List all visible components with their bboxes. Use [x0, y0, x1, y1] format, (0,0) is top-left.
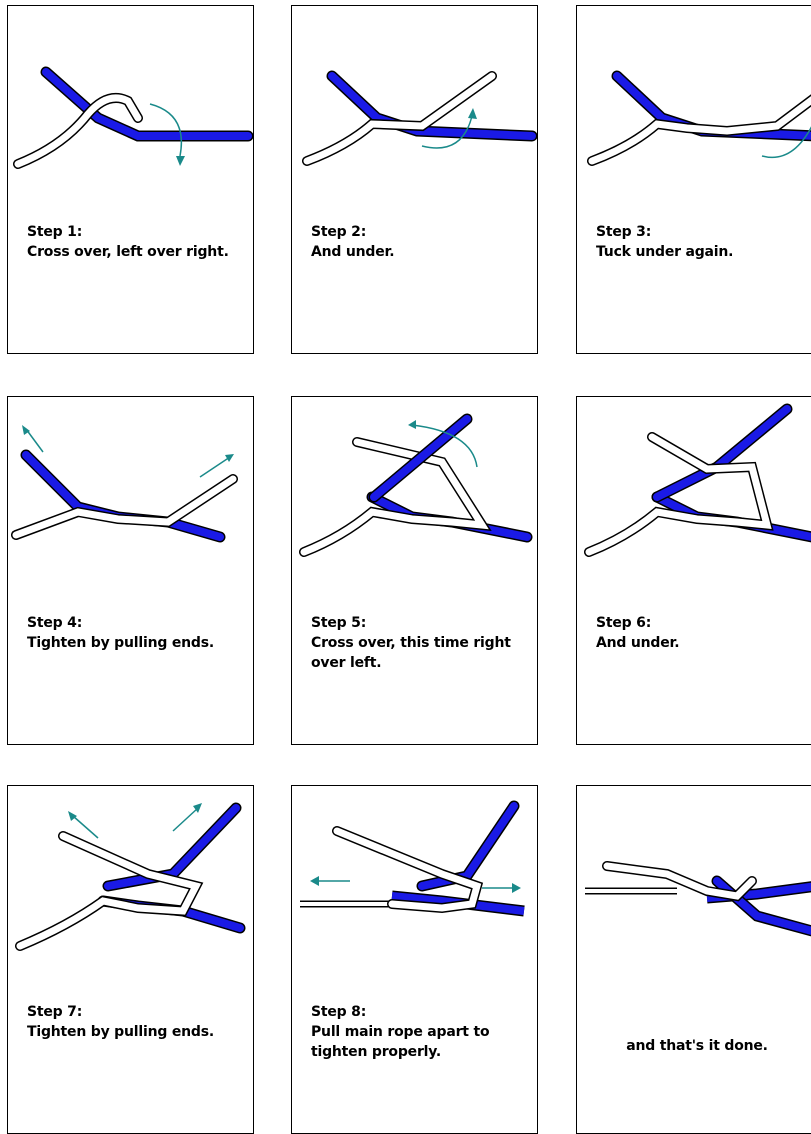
final-caption: and that's it done.: [577, 1036, 811, 1056]
step-6-illustration: [577, 397, 811, 745]
step-2-panel: Step 2: And under.: [291, 5, 538, 354]
step-label: Step 6:: [596, 613, 811, 633]
final-panel: and that's it done.: [576, 785, 811, 1134]
step-label: Step 2:: [311, 222, 533, 242]
step-description: Tuck under again.: [596, 242, 811, 262]
step-label: Step 5:: [311, 613, 533, 633]
step-4-illustration: [8, 397, 254, 745]
step-5-illustration: [292, 397, 538, 745]
step-8-panel: Step 8: Pull main rope apart to tighten …: [291, 785, 538, 1134]
step-7-panel: Step 7: Tighten by pulling ends.: [7, 785, 254, 1134]
final-description: and that's it done.: [577, 1036, 811, 1056]
step-4-caption: Step 4: Tighten by pulling ends.: [27, 613, 249, 653]
step-description: Cross over, this time right over left.: [311, 633, 533, 673]
step-description: Pull main rope apart to tighten properly…: [311, 1022, 533, 1062]
step-label: Step 3:: [596, 222, 811, 242]
step-3-illustration: [577, 6, 811, 354]
step-5-caption: Step 5: Cross over, this time right over…: [311, 613, 533, 673]
step-4-panel: Step 4: Tighten by pulling ends.: [7, 396, 254, 745]
step-3-caption: Step 3: Tuck under again.: [596, 222, 811, 262]
step-1-illustration: [8, 6, 254, 354]
step-description: Cross over, left over right.: [27, 242, 249, 262]
step-label: Step 8:: [311, 1002, 533, 1022]
step-2-caption: Step 2: And under.: [311, 222, 533, 262]
step-description: Tighten by pulling ends.: [27, 633, 249, 653]
step-5-panel: Step 5: Cross over, this time right over…: [291, 396, 538, 745]
step-3-panel: Step 3: Tuck under again.: [576, 5, 811, 354]
step-6-caption: Step 6: And under.: [596, 613, 811, 653]
step-1-caption: Step 1: Cross over, left over right.: [27, 222, 249, 262]
step-label: Step 1:: [27, 222, 249, 242]
step-description: And under.: [311, 242, 533, 262]
step-1-panel: Step 1: Cross over, left over right.: [7, 5, 254, 354]
step-7-illustration: [8, 786, 254, 1134]
step-7-caption: Step 7: Tighten by pulling ends.: [27, 1002, 249, 1042]
step-label: Step 4:: [27, 613, 249, 633]
step-8-caption: Step 8: Pull main rope apart to tighten …: [311, 1002, 533, 1062]
step-label: Step 7:: [27, 1002, 249, 1022]
step-2-illustration: [292, 6, 538, 354]
step-8-illustration: [292, 786, 538, 1134]
step-6-panel: Step 6: And under.: [576, 396, 811, 745]
step-description: And under.: [596, 633, 811, 653]
finished-knot-illustration: [577, 786, 811, 1134]
step-description: Tighten by pulling ends.: [27, 1022, 249, 1042]
